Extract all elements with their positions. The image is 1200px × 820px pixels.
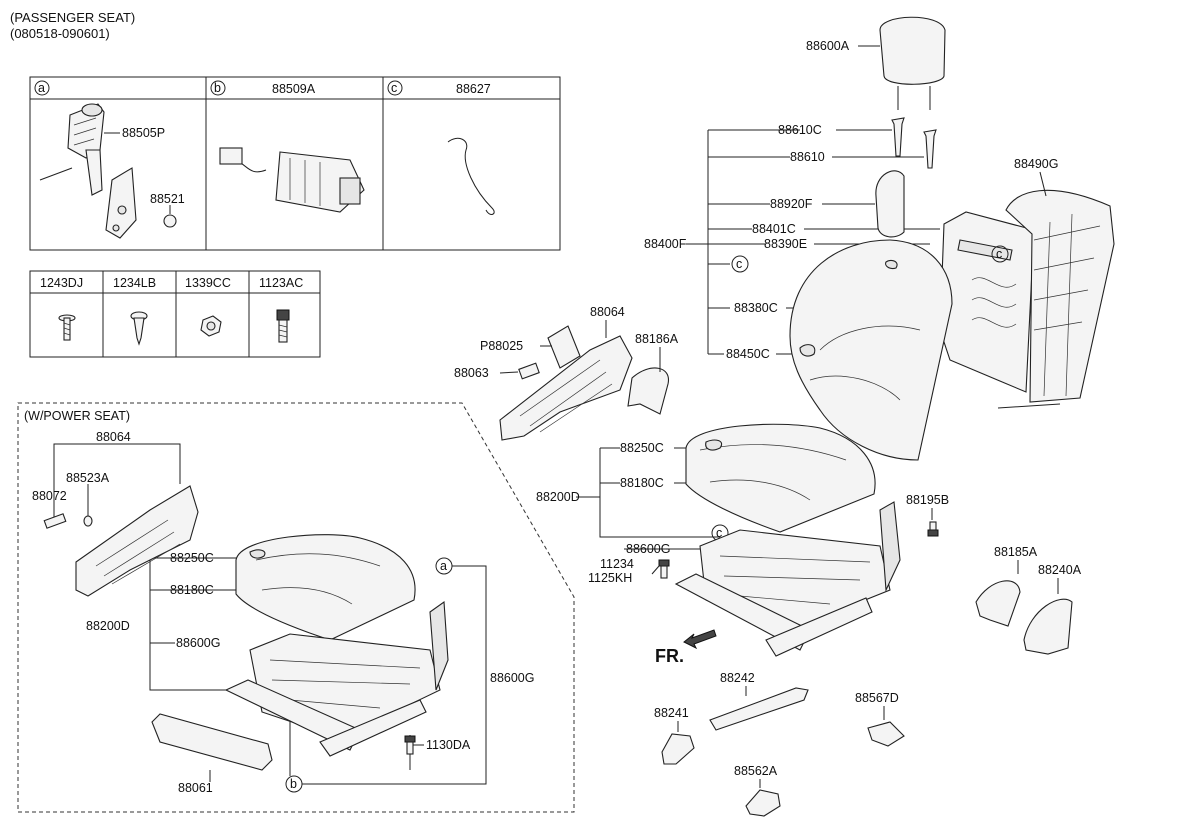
cap-88241-icon [661,733,695,765]
diagram-title: (PASSENGER SEAT) [10,10,135,25]
ps-part-1130da: 1130DA [426,738,471,752]
ps-part-88061: 88061 [178,781,213,795]
part-1125kh: 1125KH [588,571,632,585]
bolt-1130da-icon [404,735,416,755]
ps-part-88200d: 88200D [86,619,130,633]
trim-88185a-icon [975,580,1021,627]
trim-88186a-icon [627,367,669,415]
part-88567d: 88567D [855,691,899,705]
part-88250c: 88250C [620,441,664,455]
part-88195b: 88195B [906,493,949,507]
fastener-1339cc: 1339CC [185,276,231,290]
diagram-date-range: (080518-090601) [10,26,110,41]
ps-callout-b: b [290,777,297,791]
ps-part-88064: 88064 [96,430,131,444]
part-88241: 88241 [654,706,689,720]
part-88490g: 88490G [1014,157,1058,171]
trim-clip-icon [43,513,67,529]
part-88200d: 88200D [536,490,580,504]
part-88185a: 88185A [994,545,1038,559]
callout-c-frame: c [996,247,1002,261]
part-88600g: 88600G [626,542,670,556]
parts-table-abc: a b 88509A c 88627 88505P 88521 [29,76,561,251]
bracket-icon [105,167,137,239]
part-88610: 88610 [790,150,825,164]
seatback-cover-icon [789,239,953,461]
washer-icon [163,214,177,228]
headrest-guide-icon [891,117,937,169]
tapping-screw-icon [130,311,148,346]
rail-cover-icon [709,687,809,731]
ps-callout-a: a [440,559,447,573]
part-88064-main: 88064 [590,305,625,319]
cap-88567d-icon [867,721,905,747]
screw-icon [58,314,76,341]
power-seat-title: (W/POWER SEAT) [24,409,130,423]
ps-part-88250c: 88250C [170,551,214,565]
actuator-icon [219,147,365,213]
bolt-11234-icon [658,559,670,579]
side-airbag-icon [875,170,905,238]
seat-cushion-main-icon [685,423,876,533]
callout-c-cushion: c [716,526,722,540]
ps-part-88180c: 88180C [170,583,214,597]
part-88509a: 88509A [272,82,316,96]
callout-a: a [38,81,45,95]
handle-icon [518,362,540,380]
part-88610c: 88610C [778,123,822,137]
part-88380c: 88380C [734,301,778,315]
clip-icon [447,137,495,215]
callout-c: c [391,81,397,95]
ps-part-88600g-right: 88600G [490,671,534,685]
callout-c-backrest: c [736,257,742,271]
part-88063: 88063 [454,366,489,380]
seat-frame-main-icon [674,501,901,657]
seatback-board-icon [997,189,1115,409]
part-11234: 11234 [600,557,634,571]
fastener-1123ac: 1123AC [259,276,303,290]
part-88627: 88627 [456,82,491,96]
fastener-1243dj: 1243DJ [40,276,83,290]
fastener-1234lb: 1234LB [113,276,156,290]
part-88562a: 88562A [734,764,778,778]
seat-cushion-icon [235,534,416,641]
side-cover-icon [75,485,199,597]
part-88401c: 88401C [752,222,796,236]
power-seat-inset: (W/POWER SEAT) 88064 88523A 88072 88250C… [17,402,575,813]
headrest-icon [879,16,946,110]
part-88505p: 88505P [122,126,165,140]
part-88521: 88521 [150,192,185,206]
ps-part-88600g-left: 88600G [176,636,220,650]
ps-part-88072: 88072 [32,489,67,503]
main-assembly: 88600A 88610C 88610 88920F 88401C 88400F… [454,16,1115,817]
cap-88562a-icon [745,789,781,817]
seat-frame-icon [224,600,449,757]
ps-part-88523a: 88523A [66,471,110,485]
bolt-88195b-icon [927,521,939,537]
side-cover-main-icon [499,335,633,441]
nut-icon [200,315,222,337]
part-88390e: 88390E [764,237,807,251]
part-88240a: 88240A [1038,563,1082,577]
motor-icon [39,103,105,196]
lever-icon [547,325,581,369]
cover-88240a-icon [1023,598,1073,655]
part-p88025: P88025 [480,339,523,353]
part-88920f: 88920F [770,197,813,211]
part-88186a: 88186A [635,332,679,346]
front-direction-label: FR. [655,646,684,666]
callout-b: b [214,81,221,95]
knob-icon [83,515,93,527]
front-arrow-icon [683,629,717,650]
bolt-icon [276,309,290,343]
seatback-frame-icon [939,211,1035,393]
part-88450c: 88450C [726,347,770,361]
part-88180c: 88180C [620,476,664,490]
front-trim-icon [151,713,273,771]
part-88400f: 88400F [644,237,687,251]
part-88600a: 88600A [806,39,850,53]
part-88242: 88242 [720,671,755,685]
fastener-table: 1243DJ 1234LB 1339CC 1123AC [29,270,321,358]
